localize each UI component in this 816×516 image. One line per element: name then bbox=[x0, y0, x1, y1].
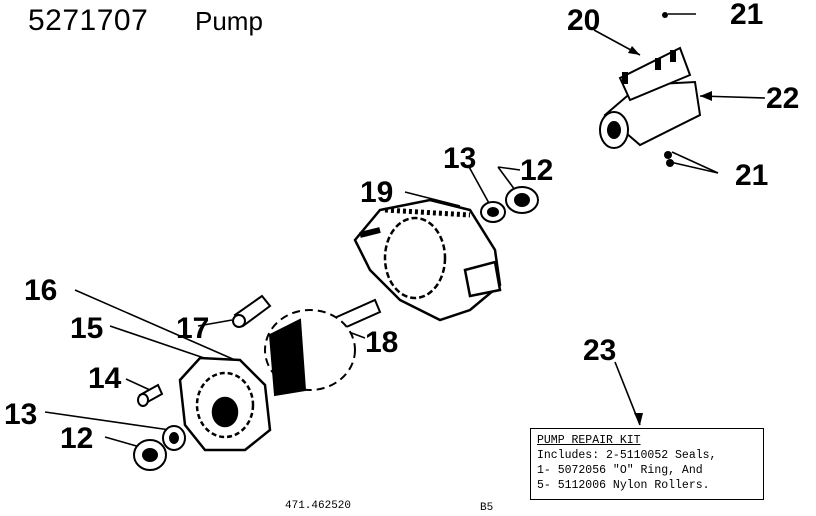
callout-12-upper: 12 bbox=[520, 154, 553, 187]
callout-12-lower: 12 bbox=[60, 422, 93, 455]
callout-13-lower: 13 bbox=[4, 398, 37, 431]
callout-20: 20 bbox=[567, 4, 600, 37]
leader-13-lower bbox=[44, 411, 171, 431]
callout-17: 17 bbox=[176, 312, 209, 345]
leader-13-upper bbox=[467, 164, 491, 206]
part-12-13-bearings-upper bbox=[480, 186, 539, 223]
callout-18: 18 bbox=[365, 326, 398, 359]
kit-line-3: 5- 5112006 Nylon Rollers. bbox=[537, 479, 710, 492]
leader-12-upper-a bbox=[497, 166, 521, 171]
callout-21-top: 21 bbox=[730, 0, 763, 31]
footer-page: B5 bbox=[480, 502, 494, 514]
callout-22: 22 bbox=[766, 82, 799, 115]
leader-21-bottom-a bbox=[671, 151, 719, 174]
kit-line-1: Includes: 2-5110052 Seals, bbox=[537, 449, 717, 462]
callout-21-bottom: 21 bbox=[735, 159, 768, 192]
kit-line-2: 1- 5072056 "O" Ring, And bbox=[537, 464, 703, 477]
kit-title: PUMP REPAIR KIT bbox=[537, 434, 641, 447]
leader-19 bbox=[404, 191, 461, 207]
leader-16 bbox=[74, 289, 236, 361]
callout-23: 23 bbox=[583, 334, 616, 367]
callout-13-upper: 13 bbox=[443, 142, 476, 175]
part-number: 5271707 bbox=[28, 4, 149, 37]
part-12-13-bearings-lower bbox=[133, 425, 186, 471]
part-15-16-end-cover bbox=[178, 356, 272, 452]
part-18-rotor bbox=[264, 298, 382, 397]
leader-21-bottom-b bbox=[669, 161, 719, 174]
footer-doc-number: 471.462520 bbox=[285, 500, 352, 512]
diagram-title: Pump bbox=[195, 6, 263, 36]
callout-15: 15 bbox=[70, 312, 103, 345]
leader-15 bbox=[109, 325, 211, 361]
leader-12-lower bbox=[104, 436, 141, 448]
leader-14 bbox=[125, 378, 151, 391]
part-14-screw bbox=[137, 383, 164, 407]
part-17-roller bbox=[232, 294, 272, 328]
callout-19: 19 bbox=[360, 176, 393, 209]
callout-14: 14 bbox=[88, 362, 122, 395]
part-20-plate bbox=[622, 12, 676, 167]
repair-kit-box: PUMP REPAIR KIT Includes: 2-5110052 Seal… bbox=[530, 428, 764, 500]
leader-17 bbox=[197, 319, 233, 327]
part-22-housing bbox=[599, 46, 702, 149]
part-19-pump-housing bbox=[353, 198, 502, 322]
leader-12-upper-b bbox=[497, 166, 516, 191]
callout-16: 16 bbox=[24, 274, 57, 307]
